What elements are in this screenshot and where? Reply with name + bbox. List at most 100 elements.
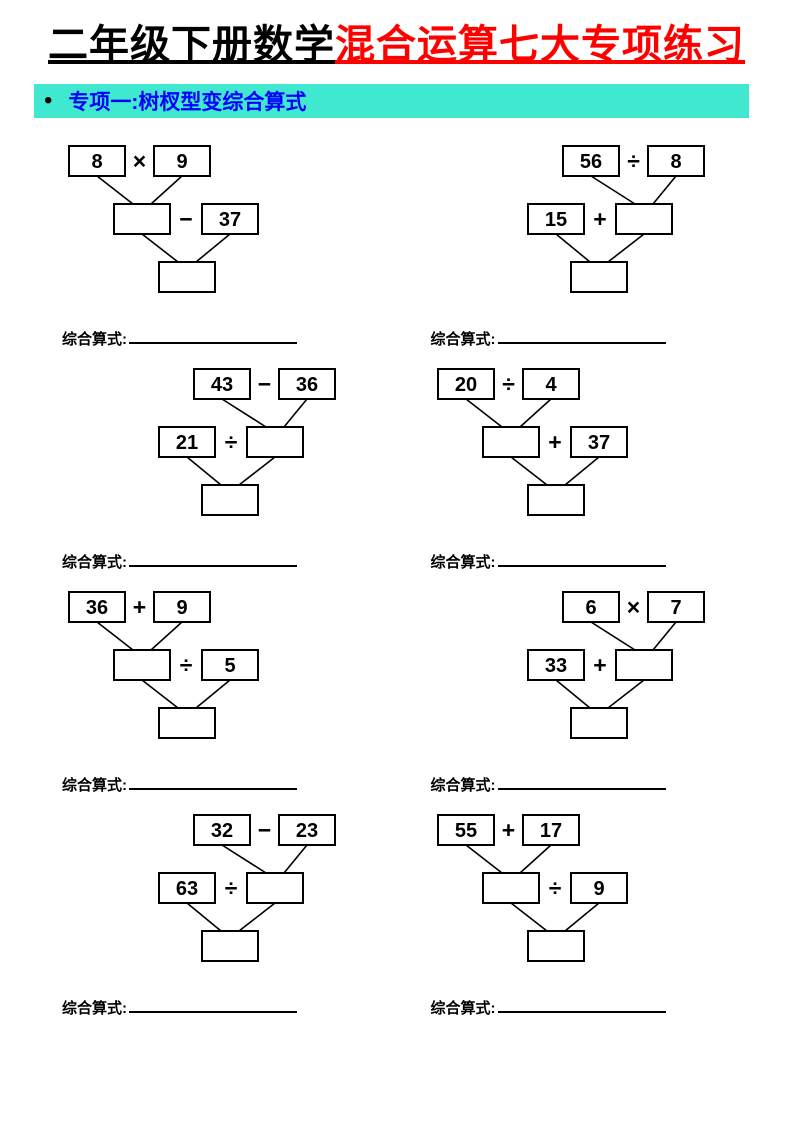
title-part-black: 二年级下册数学 (48, 22, 335, 67)
top-right-operand-box-value: 9 (176, 597, 187, 619)
equation-blank (129, 785, 297, 790)
equation-blank (129, 339, 297, 344)
mid-operand-box-value: 15 (544, 209, 566, 231)
final-answer-box (201, 484, 259, 516)
mid-result-box (481, 872, 540, 904)
top-right-operand-box (521, 368, 580, 400)
top-right-operand-box-value: 9 (176, 151, 187, 173)
mid-result-box (481, 426, 540, 458)
equation-label: 综合算式: (430, 331, 496, 348)
mid-operand-box (526, 649, 585, 681)
title-part-red: 混合运算七大专项练习 (335, 22, 745, 67)
top-right-operand-box (153, 591, 211, 623)
mid-operator: ÷ (180, 652, 193, 678)
equation-label: 综合算式: (430, 554, 496, 571)
page-title: 二年级下册数学混合运算七大专项练习 (0, 22, 793, 68)
top-right-operand-box-value: 17 (539, 820, 561, 842)
mid-operator: + (593, 206, 606, 232)
top-left-operand-box-value: 43 (211, 374, 233, 396)
final-answer-box (569, 261, 628, 293)
connector-line (518, 844, 552, 874)
top-operator: − (258, 817, 271, 843)
top-left-operand-box (436, 814, 495, 846)
equation-blank (497, 562, 666, 567)
mid-operator: + (593, 652, 606, 678)
mid-operand-box (158, 426, 216, 458)
top-operator: ÷ (502, 371, 515, 397)
top-left-operand-box-value: 8 (91, 151, 102, 173)
tree-diagram: 8 9 37 × − (68, 145, 259, 293)
connector-line (238, 456, 276, 486)
connector-line (186, 456, 222, 486)
top-right-operand-box-value: 4 (545, 374, 557, 396)
connector-line (150, 175, 183, 205)
top-left-operand-box-value: 20 (454, 374, 476, 396)
top-operator: ÷ (627, 148, 640, 174)
mid-operand-box (526, 203, 585, 235)
equation-label-row: 综合算式: (431, 997, 758, 1018)
mid-operator: − (179, 206, 192, 232)
top-right-operand-box (278, 814, 336, 846)
connector-line (221, 844, 267, 874)
connector-line (607, 233, 644, 263)
equation-label: 综合算式: (62, 1000, 127, 1017)
top-left-operand-box (561, 145, 620, 177)
connector-line (563, 456, 600, 486)
mid-operator: ÷ (548, 875, 561, 901)
connector-line (590, 621, 635, 651)
mid-result-box (246, 872, 304, 904)
top-left-operand-box-value: 6 (585, 597, 596, 619)
mid-operand-box (569, 872, 628, 904)
mid-operand-box-value: 37 (587, 432, 609, 454)
bullet-icon: • (44, 87, 53, 114)
mid-operand-box (201, 203, 259, 235)
top-right-operand-box-value: 7 (670, 597, 681, 619)
top-right-operand-box-value: 8 (670, 151, 681, 173)
mid-operand-box-value: 5 (224, 655, 235, 677)
connector-line (238, 902, 276, 932)
top-left-operand-box (193, 368, 251, 400)
equation-label-row: 综合算式: (62, 997, 389, 1018)
connector-line (186, 902, 222, 932)
connector-line (141, 233, 179, 263)
mid-operand-box-value: 33 (544, 655, 566, 677)
top-left-operand-box (68, 145, 126, 177)
mid-operand-box (201, 649, 259, 681)
mid-operand-box-value: 37 (219, 209, 241, 231)
top-right-operand-box-value: 23 (296, 820, 318, 842)
connector-line (651, 175, 677, 205)
connector-line (510, 456, 547, 486)
mid-operand-box (158, 872, 216, 904)
equation-blank (497, 785, 666, 790)
connector-line (96, 621, 134, 651)
connector-line (195, 233, 231, 263)
connector-line (554, 233, 591, 263)
top-left-operand-box (68, 591, 126, 623)
equation-blank (129, 1008, 297, 1013)
section-title: 专项一:树杈型变综合算式 (68, 91, 307, 114)
mid-operator: ÷ (225, 429, 238, 455)
final-answer-box (526, 930, 585, 962)
mid-operand-box (569, 426, 628, 458)
top-operator: × (133, 148, 146, 174)
equation-label-row: 综合算式: (431, 774, 758, 795)
top-right-operand-box (646, 591, 705, 623)
mid-result-box (113, 649, 171, 681)
final-answer-box (158, 261, 216, 293)
equation-blank (129, 562, 297, 567)
connector-line (590, 175, 635, 205)
equation-label: 综合算式: (62, 554, 127, 571)
top-left-operand-box (436, 368, 495, 400)
mid-operand-box-value: 9 (593, 878, 604, 900)
connector-line (221, 398, 267, 428)
